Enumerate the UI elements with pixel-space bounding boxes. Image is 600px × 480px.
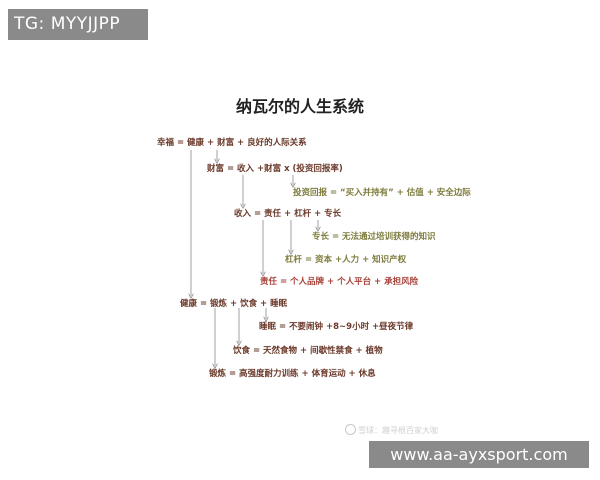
diet-equation: 饮食 = 天然食物 + 间歇性禁食 + 植物 [233, 346, 383, 356]
expertise-equation: 专长 = 无法通过培训获得的知识 [312, 232, 436, 242]
sleep-equation: 睡眠 = 不要闹钟 +8~9小时 +昼夜节律 [259, 322, 414, 332]
site-url-badge: www.aa-ayxsport.com [369, 441, 589, 468]
exercise-equation: 锻炼 = 高强度耐力训练 + 体育运动 + 休息 [209, 369, 376, 379]
xueqiu-watermark: 雪球：趣寻根百家大咖 [345, 424, 438, 436]
income-equation: 收入 = 责任 + 杠杆 + 专长 [234, 209, 342, 219]
responsibility-equation: 责任 = 个人品牌 + 个人平台 + 承担风险 [260, 277, 419, 287]
investment-return-equation: 投资回报 = “买入并持有” + 估值 + 安全边际 [293, 188, 471, 198]
leverage-equation: 杠杆 = 资本 +人力 + 知识产权 [285, 255, 407, 265]
diagram-title: 纳瓦尔的人生系统 [235, 97, 364, 116]
wealth-equation: 财富 = 收入 +财富 x (投资回报率) [207, 164, 343, 174]
xueqiu-watermark-text: 雪球：趣寻根百家大咖 [358, 426, 438, 435]
health-equation: 健康 = 锻炼 + 饮食 + 睡眠 [180, 299, 288, 309]
telegram-badge: TG: MYYJJPP [8, 9, 148, 40]
xueqiu-logo-icon [345, 424, 356, 435]
happiness-equation: 幸福 = 健康 + 财富 + 良好的人际关系 [157, 138, 307, 148]
